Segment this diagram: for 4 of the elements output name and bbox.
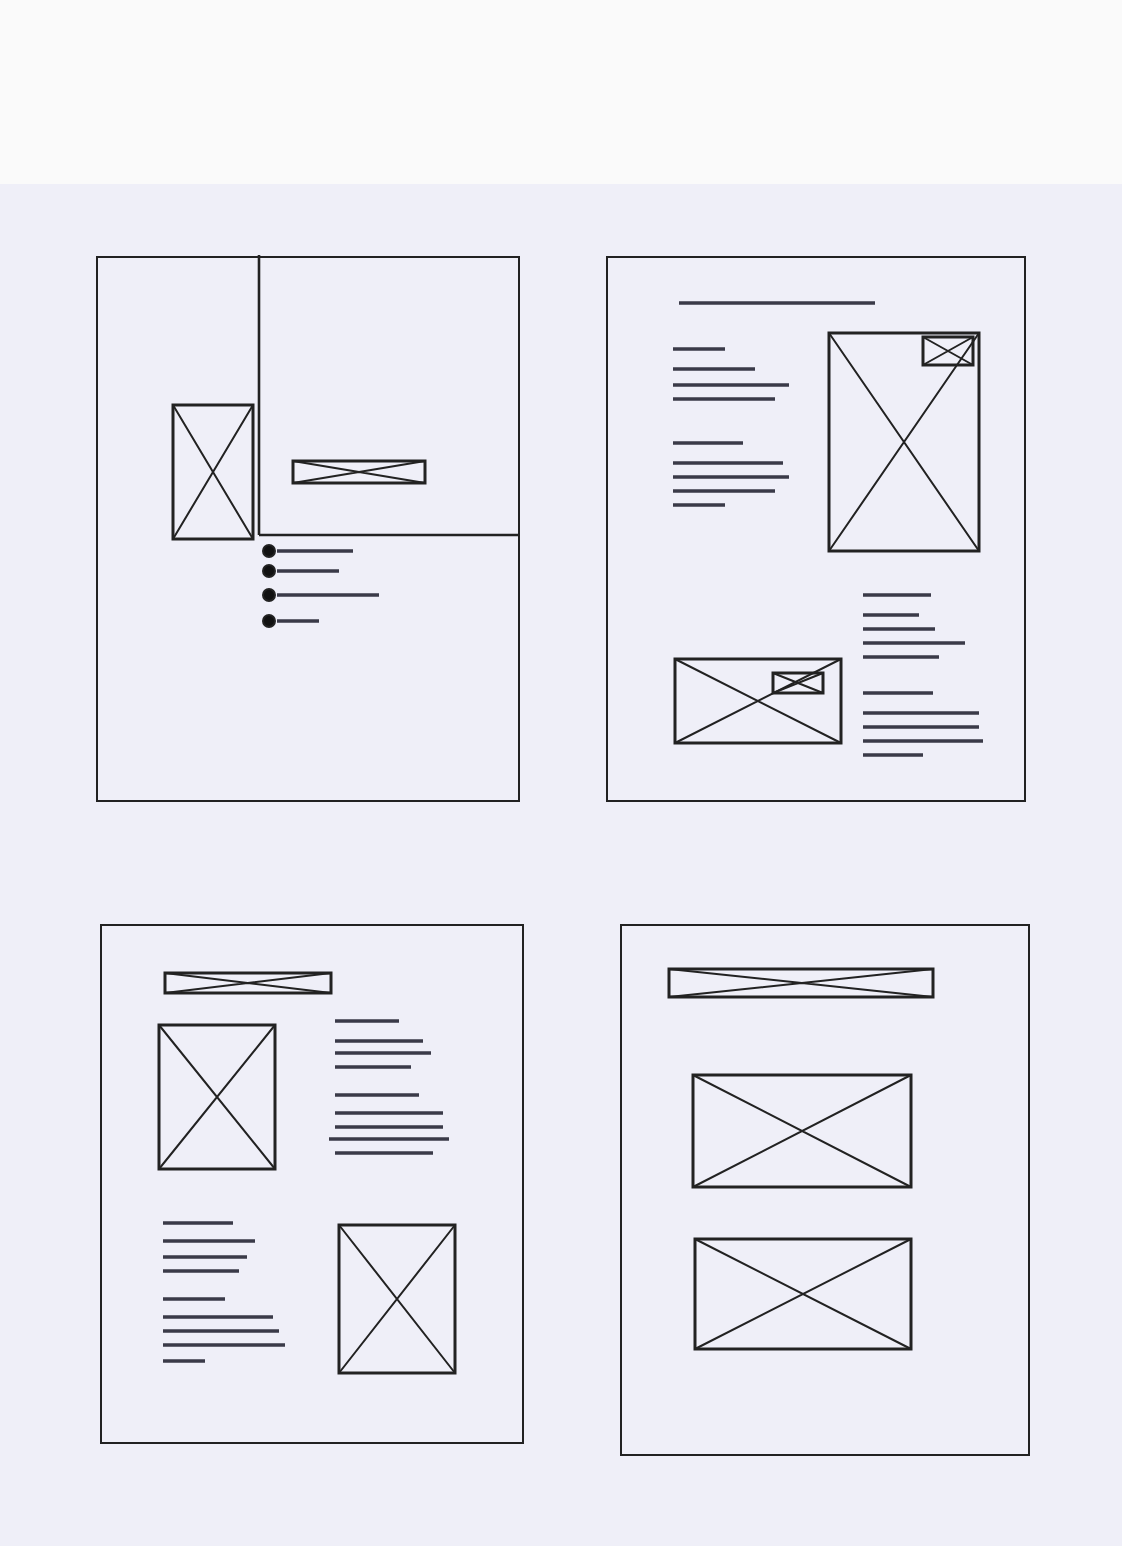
page-frame <box>96 256 520 802</box>
page-frame <box>100 924 524 1444</box>
page-frame <box>606 256 1026 802</box>
page-frame <box>620 924 1030 1456</box>
